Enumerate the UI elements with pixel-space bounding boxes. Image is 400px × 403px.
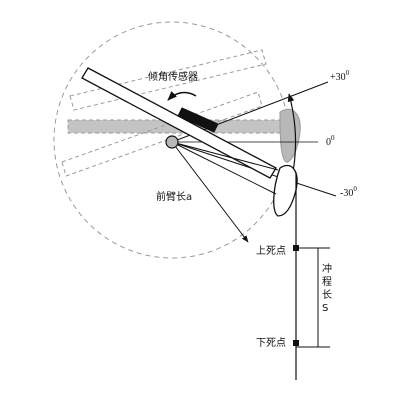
- walking-beam: [81, 67, 277, 179]
- angle-plus30-label: +300: [330, 69, 350, 83]
- horsehead: [273, 164, 298, 217]
- forearm-label: 前臂长a: [156, 190, 192, 203]
- angle-minus30-label: -300: [340, 185, 357, 199]
- bottom-dead-center-label: 下死点: [256, 337, 286, 349]
- ghost-beam-upper: [69, 49, 267, 111]
- inclination-sensor: [177, 107, 219, 133]
- sensor-label: 倾角传感器: [148, 70, 198, 83]
- pivot-bearing: [165, 135, 179, 149]
- forearm-line-1: [171, 141, 279, 171]
- forearm-line-2: [171, 141, 277, 195]
- top-dead-center-label: 上死点: [256, 245, 286, 257]
- angle-zero-label: 00: [326, 134, 335, 148]
- forearm-arrow: [171, 141, 249, 243]
- ghost-horsehead: [279, 108, 301, 163]
- sensor-rotation-arrow: [167, 90, 197, 101]
- ghost-beam-lower: [61, 91, 263, 177]
- bottom-dead-center-marker: [293, 340, 299, 346]
